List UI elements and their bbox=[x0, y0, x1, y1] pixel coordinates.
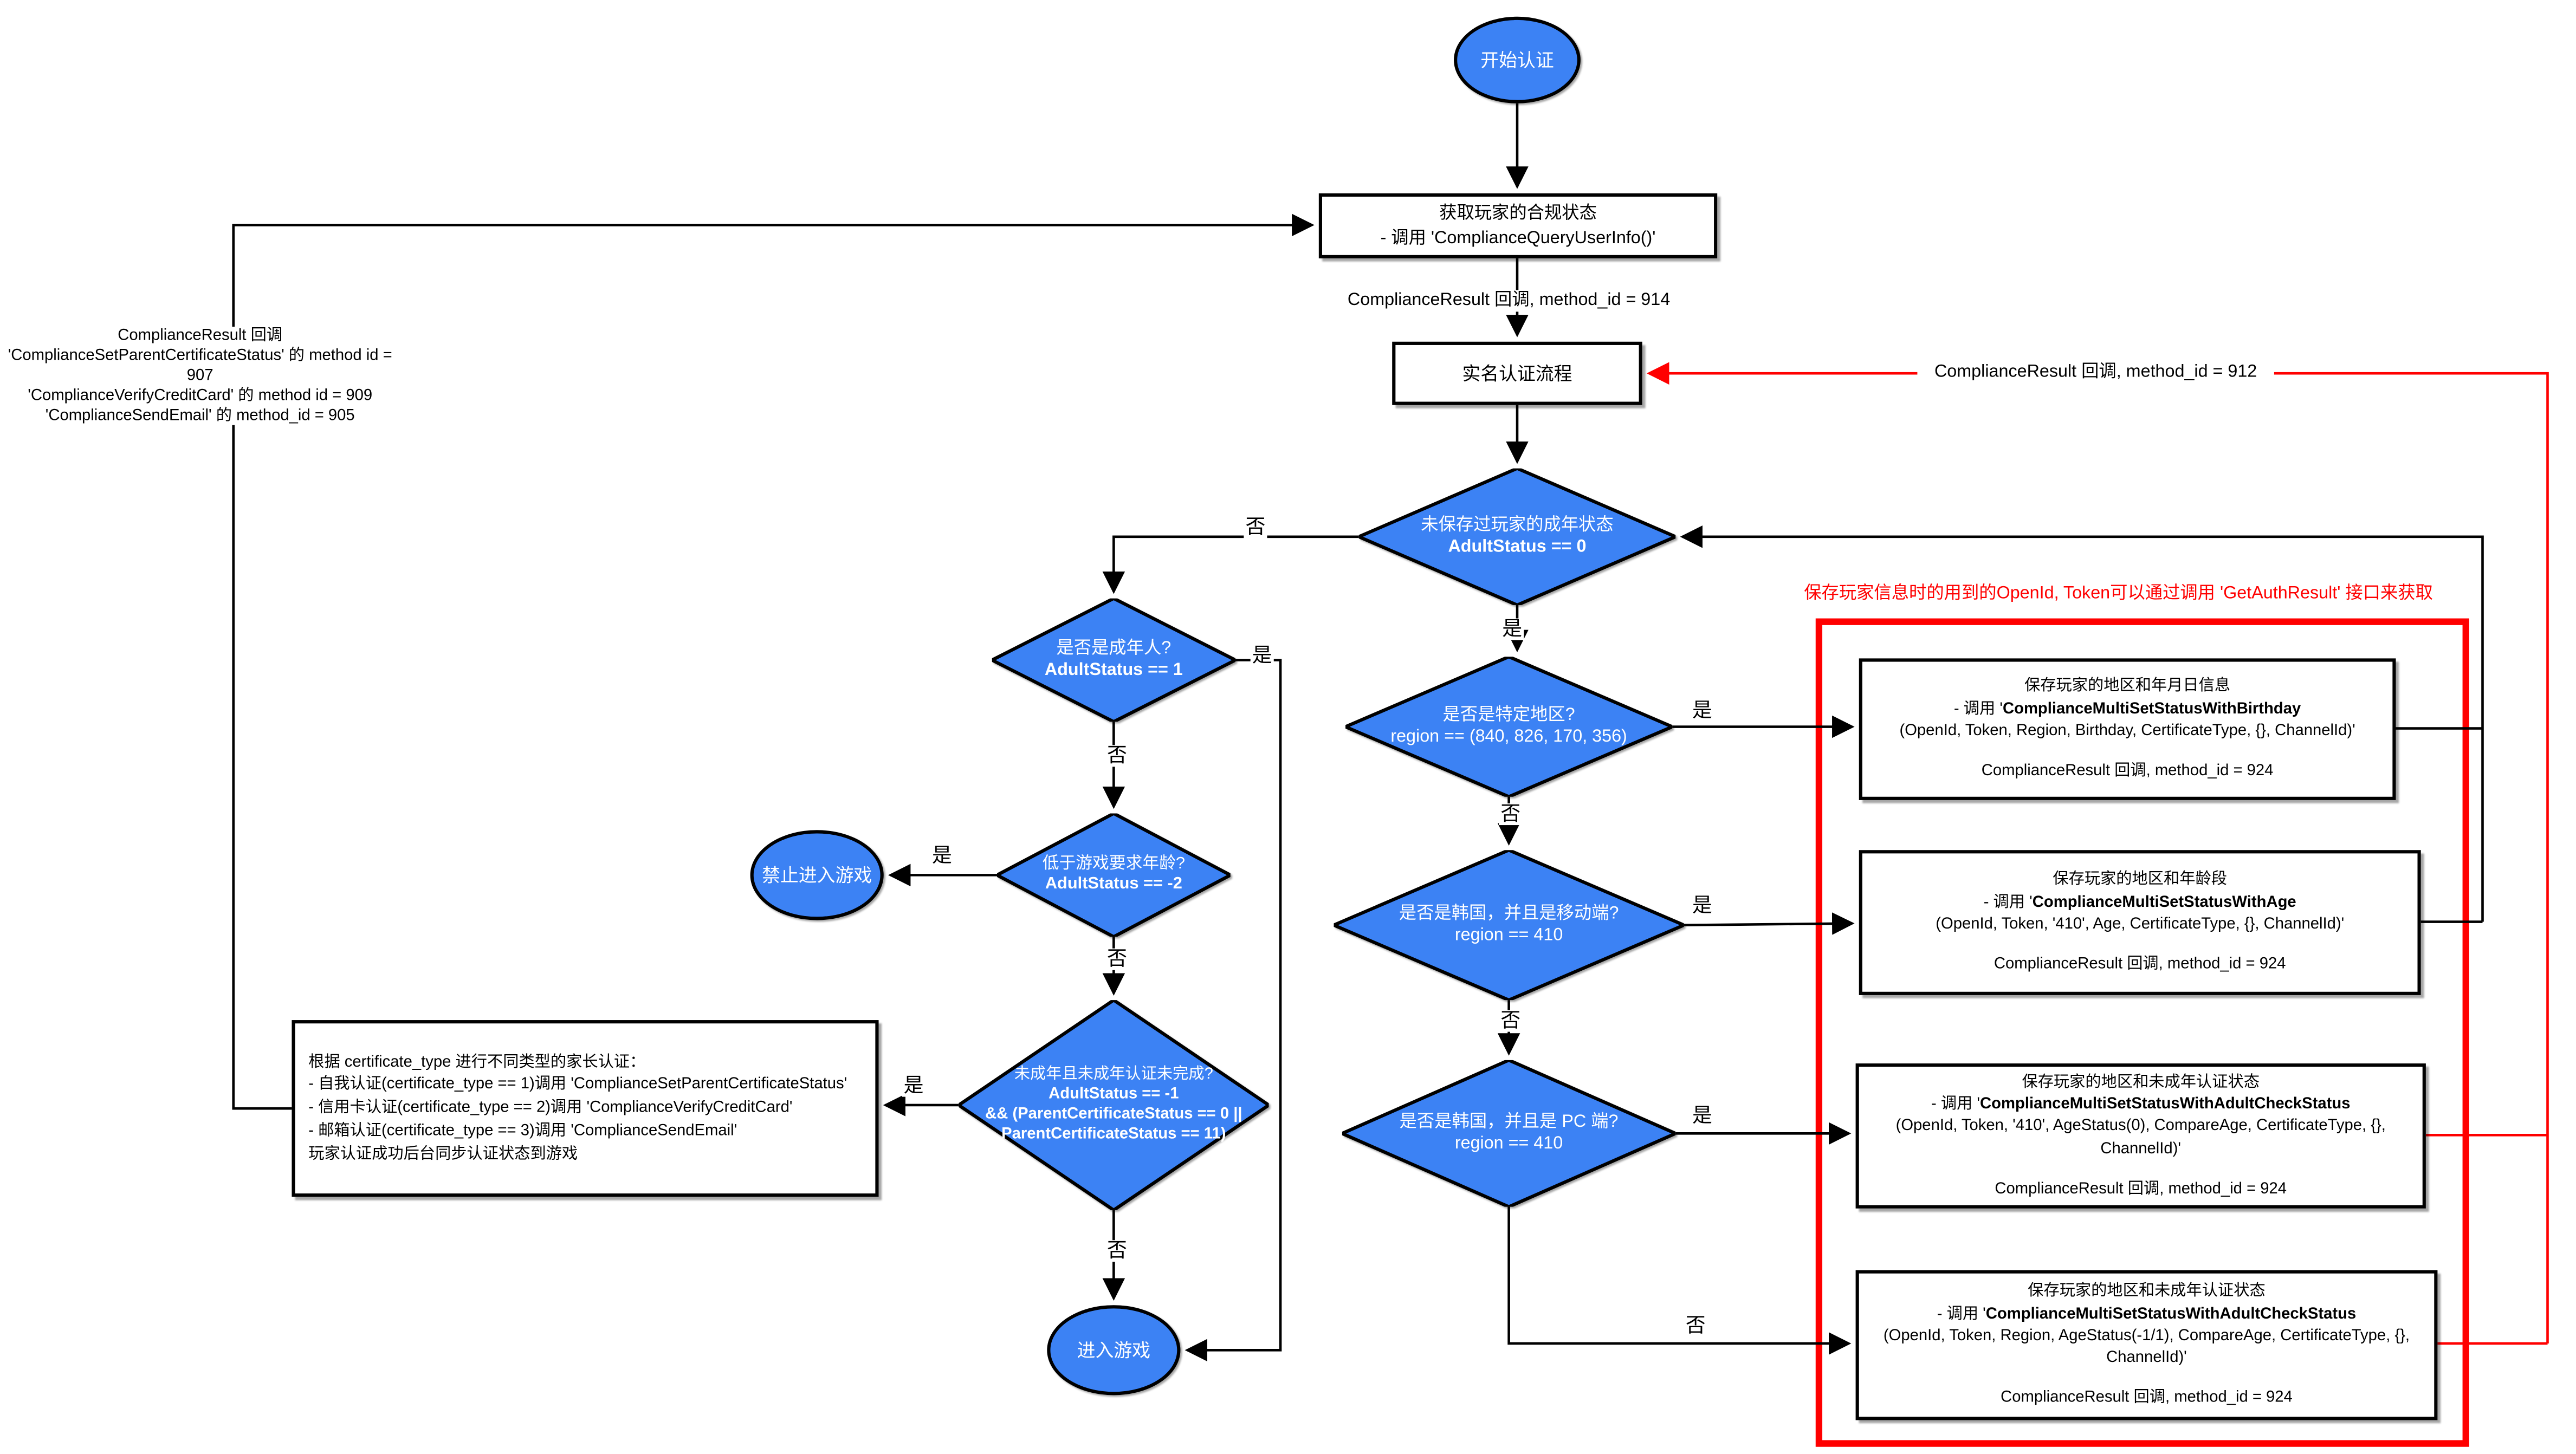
age-call: - 调用 'ComplianceMultiSetStatusWithAge bbox=[1983, 893, 2296, 912]
save-adultcheck-kr-box: 保存玩家的地区和未成年认证状态 - 调用 'ComplianceMultiSet… bbox=[1855, 1063, 2426, 1209]
korea-pc-diamond: 是否是韩国，并且是 PC 端? region == 410 bbox=[1342, 1060, 1676, 1207]
adultkr-params: (OpenId, Token, '410', AgeStatus(0), Com… bbox=[1895, 1117, 2386, 1158]
korea-mobile-diamond: 是否是韩国，并且是移动端? region == 410 bbox=[1334, 850, 1684, 1000]
left-callback-line4: 'ComplianceSendEmail' 的 method_id = 905 bbox=[45, 406, 355, 425]
edge-label-krmobile-yes: 是 bbox=[1690, 894, 1714, 917]
adultsaved-title: 未保存过玩家的成年状态 bbox=[1421, 515, 1614, 535]
isadult-cond: AdultStatus == 1 bbox=[1044, 660, 1183, 680]
adultkr-title: 保存玩家的地区和未成年认证状态 bbox=[2022, 1073, 2260, 1092]
edge-label-underage-no: 否 bbox=[1105, 947, 1129, 971]
region-cond: region == (840, 826, 170, 356) bbox=[1390, 726, 1627, 747]
edge-label-adultsaved-no: 否 bbox=[1244, 516, 1267, 539]
underage-cond: AdultStatus == -2 bbox=[1045, 875, 1182, 894]
adultother-call: - 调用 'ComplianceMultiSetStatusWithAdultC… bbox=[1937, 1304, 2357, 1323]
realname-flow-box: 实名认证流程 bbox=[1392, 341, 1642, 405]
under-age-diamond: 低于游戏要求年龄? AdultStatus == -2 bbox=[996, 813, 1231, 937]
forbid-enter-game-node: 禁止进入游戏 bbox=[750, 830, 884, 920]
edge-label-isadult-no: 否 bbox=[1105, 744, 1129, 767]
save-adultcheck-other-box: 保存玩家的地区和未成年认证状态 - 调用 'ComplianceMultiSet… bbox=[1855, 1270, 2438, 1420]
edge-parentcert-to-query bbox=[232, 213, 1315, 1110]
start-node: 开始认证 bbox=[1454, 16, 1581, 103]
region-title: 是否是特定地区? bbox=[1442, 705, 1575, 725]
adultkr-callback: ComplianceResult 回调, method_id = 924 bbox=[1995, 1180, 2287, 1199]
parentcert-line5: 玩家认证成功后台同步认证状态到游戏 bbox=[308, 1144, 578, 1163]
parentcert-line4: - 邮箱认证(certificate_type == 3)调用 'Complia… bbox=[308, 1121, 737, 1140]
edge-label-minor-no: 否 bbox=[1105, 1239, 1129, 1262]
red-highlight-rect bbox=[1815, 618, 2469, 1447]
krpc-cond: region == 410 bbox=[1454, 1133, 1563, 1154]
edge-label-isadult-yes: 是 bbox=[1250, 644, 1274, 667]
edge-krmobile-yes-to-age bbox=[1684, 912, 1855, 935]
save-birthday-box: 保存玩家的地区和年月日信息 - 调用 'ComplianceMultiSetSt… bbox=[1859, 658, 2396, 800]
edge-krpc-no-to-adultother bbox=[1507, 1206, 1852, 1355]
age-params: (OpenId, Token, '410', Age, CertificateT… bbox=[1936, 915, 2345, 934]
parentcert-line2: - 自我认证(certificate_type == 1)调用 'Complia… bbox=[308, 1075, 847, 1094]
parentcert-line1: 根据 certificate_type 进行不同类型的家长认证： bbox=[308, 1053, 646, 1072]
save-age-box: 保存玩家的地区和年龄段 - 调用 'ComplianceMultiSetStat… bbox=[1859, 850, 2421, 995]
adultother-title: 保存玩家的地区和未成年认证状态 bbox=[2028, 1282, 2266, 1301]
minor-cond2: && (ParentCertificateStatus == 0 || bbox=[985, 1105, 1242, 1124]
minor-cond1: AdultStatus == -1 bbox=[1048, 1085, 1179, 1104]
underage-title: 低于游戏要求年龄? bbox=[1042, 854, 1186, 873]
isadult-title: 是否是成年人? bbox=[1056, 638, 1172, 658]
edge-label-minor-yes: 是 bbox=[902, 1074, 925, 1098]
krmobile-cond: region == 410 bbox=[1454, 925, 1563, 945]
birthday-callback: ComplianceResult 回调, method_id = 924 bbox=[1981, 762, 2274, 781]
edge-label-krpc-yes: 是 bbox=[1690, 1104, 1714, 1127]
enter-game-node: 进入游戏 bbox=[1047, 1305, 1181, 1395]
age-callback: ComplianceResult 回调, method_id = 924 bbox=[1994, 955, 2286, 974]
edge-label-adultsaved-yes: 是 bbox=[1500, 617, 1524, 641]
left-callback-label: ComplianceResult 回调 'ComplianceSetParent… bbox=[0, 327, 400, 426]
age-title: 保存玩家的地区和年龄段 bbox=[2053, 871, 2227, 890]
adultother-callback: ComplianceResult 回调, method_id = 924 bbox=[2001, 1389, 2293, 1408]
adultkr-call: - 调用 'ComplianceMultiSetStatusWithAdultC… bbox=[1931, 1095, 2351, 1114]
enter-label: 进入游戏 bbox=[1077, 1341, 1151, 1362]
edge-label-krpc-no: 否 bbox=[1684, 1314, 1707, 1338]
query-subtitle: - 调用 'ComplianceQueryUserInfo()' bbox=[1380, 227, 1656, 248]
birthday-call: - 调用 'ComplianceMultiSetStatusWithBirthd… bbox=[1953, 699, 2301, 718]
left-callback-line1: ComplianceResult 回调 bbox=[118, 327, 283, 345]
minor-title: 未成年且未成年认证未完成? bbox=[1014, 1065, 1213, 1084]
start-label: 开始认证 bbox=[1480, 51, 1554, 72]
adultother-params: (OpenId, Token, Region, AgeStatus(-1/1),… bbox=[1883, 1326, 2410, 1367]
krmobile-title: 是否是韩国，并且是移动端? bbox=[1399, 903, 1619, 924]
red-note-label: 保存玩家信息时的用到的OpenId, Token可以通过调用 'GetAuthR… bbox=[1804, 583, 2433, 603]
edge-label-region-no: 否 bbox=[1499, 802, 1523, 826]
forbid-label: 禁止进入游戏 bbox=[762, 866, 872, 887]
parent-cert-box: 根据 certificate_type 进行不同类型的家长认证： - 自我认证(… bbox=[292, 1020, 879, 1197]
adultsaved-cond: AdultStatus == 0 bbox=[1448, 536, 1587, 557]
query-title: 获取玩家的合规状态 bbox=[1439, 204, 1597, 224]
callback-914-label: ComplianceResult 回调, method_id = 914 bbox=[1325, 290, 1693, 312]
minor-cond3: ParentCertificateStatus == 11) bbox=[1001, 1125, 1226, 1144]
krpc-title: 是否是韩国，并且是 PC 端? bbox=[1399, 1111, 1619, 1132]
specific-region-diamond: 是否是特定地区? region == (840, 826, 170, 356) bbox=[1345, 657, 1673, 797]
edge-label-krmobile-no: 否 bbox=[1499, 1009, 1523, 1033]
minor-cert-incomplete-diamond: 未成年且未成年认证未完成? AdultStatus == -1 && (Pare… bbox=[959, 1000, 1268, 1210]
realname-label: 实名认证流程 bbox=[1462, 365, 1572, 385]
edge-adultsaved-no-to-isadult bbox=[1102, 535, 1359, 594]
edge-loop-to-adultsaved bbox=[1680, 525, 2484, 922]
query-compliance-box: 获取玩家的合规状态 - 调用 'ComplianceQueryUserInfo(… bbox=[1318, 193, 1718, 258]
birthday-params: (OpenId, Token, Region, Birthday, Certif… bbox=[1899, 722, 2355, 741]
parentcert-line3: - 信用卡认证(certificate_type == 2)调用 'Compli… bbox=[308, 1099, 793, 1117]
callback-912-label: ComplianceResult 回调, method_id = 912 bbox=[1917, 361, 2274, 384]
edge-label-region-yes: 是 bbox=[1690, 699, 1714, 722]
edge-label-underage-yes: 是 bbox=[930, 844, 954, 867]
adult-status-saved-diamond: 未保存过玩家的成年状态 AdultStatus == 0 bbox=[1358, 468, 1676, 605]
birthday-title: 保存玩家的地区和年月日信息 bbox=[2024, 677, 2231, 696]
is-adult-diamond: 是否是成年人? AdultStatus == 1 bbox=[992, 598, 1235, 722]
left-callback-line2: 'ComplianceSetParentCertificateStatus' 的… bbox=[8, 346, 392, 385]
left-callback-line3: 'ComplianceVerifyCreditCard' 的 method id… bbox=[28, 386, 373, 405]
